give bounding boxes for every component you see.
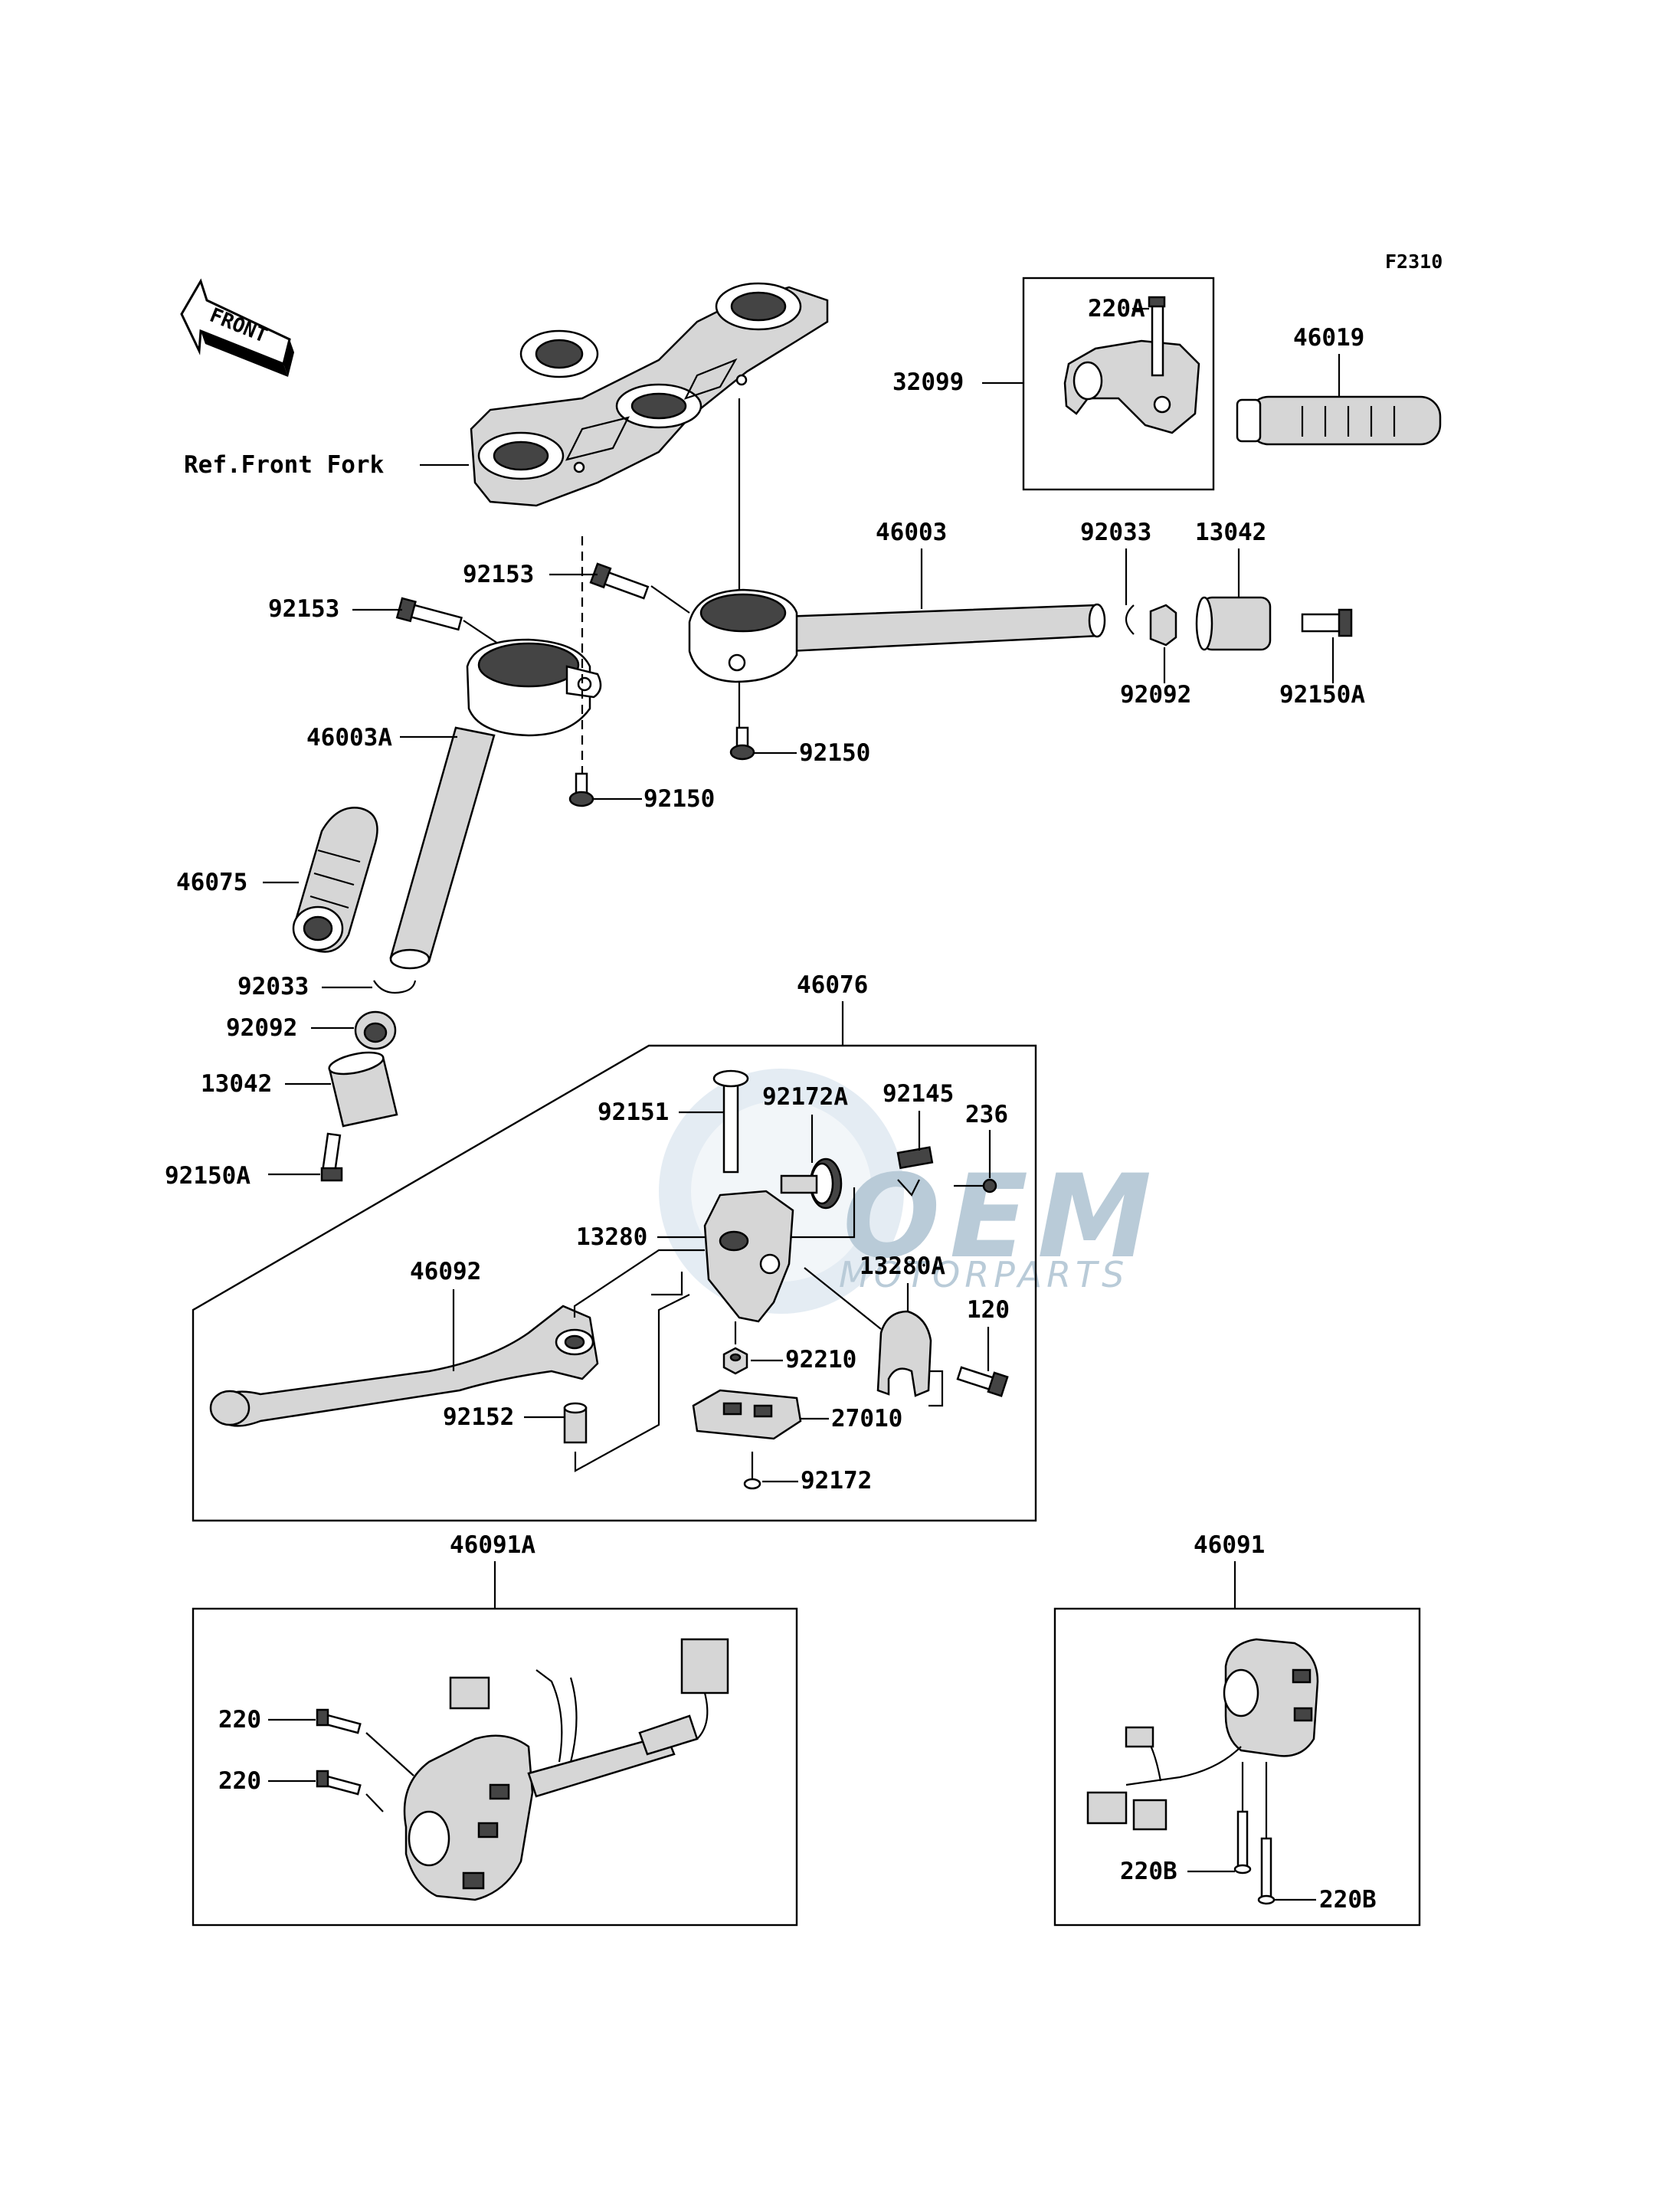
collar-92152-drawing [563, 1402, 588, 1444]
label-92152: 92152 [443, 1403, 514, 1431]
front-arrow-icon: FRONT [180, 278, 294, 377]
bolt-92153-upper-drawing [589, 562, 650, 600]
right-handlebar-drawing [688, 588, 1106, 683]
label-92145: 92145 [883, 1080, 954, 1108]
triple-clamp-drawing [470, 282, 829, 507]
throttle-housing-drawing [1063, 296, 1200, 434]
ref-front-fork-label: Ref.Front Fork [184, 451, 385, 479]
right-switch-box [1053, 1607, 1421, 1927]
label-46019: 46019 [1293, 324, 1364, 352]
label-32099: 32099 [892, 368, 964, 396]
label-92092-right: 92092 [1120, 681, 1191, 709]
label-46075: 46075 [176, 869, 247, 896]
label-92033-right: 92033 [1080, 519, 1151, 546]
label-236: 236 [965, 1101, 1008, 1128]
bolt-92153-left-drawing [395, 597, 463, 631]
bolt-92150-right-drawing [729, 726, 755, 761]
label-13042-right: 13042 [1195, 519, 1266, 546]
ring-92033-left-drawing [373, 980, 417, 994]
screw-92172-drawing [743, 1452, 761, 1490]
right-grip-drawing [1236, 395, 1442, 446]
watermark-brand: OEM [843, 1151, 1161, 1284]
label-220-lower: 220 [218, 1767, 261, 1795]
left-switch-housing-drawing [403, 1638, 729, 1901]
switch-92145-drawing [896, 1146, 934, 1197]
label-92172A: 92172A [762, 1083, 848, 1111]
label-120: 120 [967, 1296, 1010, 1324]
screws-220-drawing [316, 1708, 362, 1796]
bolt-92150A-left-drawing [320, 1132, 343, 1182]
lever-46092-drawing [209, 1305, 599, 1427]
switch-27010-drawing [692, 1389, 802, 1440]
label-220B-left: 220B [1120, 1858, 1177, 1885]
label-92151: 92151 [598, 1098, 669, 1126]
label-27010: 27010 [831, 1405, 902, 1432]
label-46091A: 46091A [450, 1531, 535, 1559]
label-13042-left: 13042 [201, 1070, 272, 1098]
label-92150-right: 92150 [799, 739, 870, 767]
label-13280A: 13280A [860, 1252, 945, 1280]
label-92033-left: 92033 [237, 973, 309, 1000]
label-92172: 92172 [801, 1467, 872, 1495]
label-46003: 46003 [876, 519, 947, 546]
bolt-120-drawing [956, 1366, 1009, 1397]
label-92092-left: 92092 [226, 1014, 297, 1042]
label-92153-upper: 92153 [463, 561, 534, 588]
bolt-92151-drawing [712, 1069, 749, 1174]
label-92153-left: 92153 [268, 595, 339, 623]
label-220B-right: 220B [1319, 1886, 1377, 1914]
label-46076: 46076 [797, 971, 868, 999]
figure-code: F2310 [1385, 250, 1443, 273]
label-220-upper: 220 [218, 1706, 261, 1734]
screws-220B-drawing [1233, 1810, 1276, 1905]
clamp-13280A-drawing [804, 1267, 932, 1397]
collar-92092-left-drawing [354, 1010, 397, 1050]
right-switch-housing-drawing [1086, 1638, 1319, 1831]
screw-236-drawing [954, 1178, 997, 1193]
label-46091: 46091 [1194, 1531, 1265, 1559]
weight-13042-left-drawing [328, 1051, 398, 1128]
label-92150-left: 92150 [644, 785, 715, 813]
lever-holder-13280-drawing [703, 1190, 794, 1323]
label-46003A: 46003A [306, 724, 392, 751]
nut-92210-drawing [722, 1347, 748, 1375]
bolt-92150-left-drawing [568, 772, 594, 807]
adjuster-92172A-drawing [780, 1157, 843, 1210]
lever-assembly-box [192, 1044, 1037, 1522]
label-92150A-left: 92150A [165, 1162, 251, 1190]
label-92150A-right: 92150A [1279, 681, 1365, 709]
watermark-subtitle: MOTORPARTS [839, 1254, 1128, 1295]
left-handlebar-drawing [389, 638, 602, 970]
left-grip-drawing [292, 807, 378, 953]
label-46092: 46092 [410, 1258, 481, 1285]
right-bar-end-drawing [1125, 596, 1353, 651]
label-92210: 92210 [785, 1346, 856, 1374]
label-13280: 13280 [576, 1223, 647, 1251]
